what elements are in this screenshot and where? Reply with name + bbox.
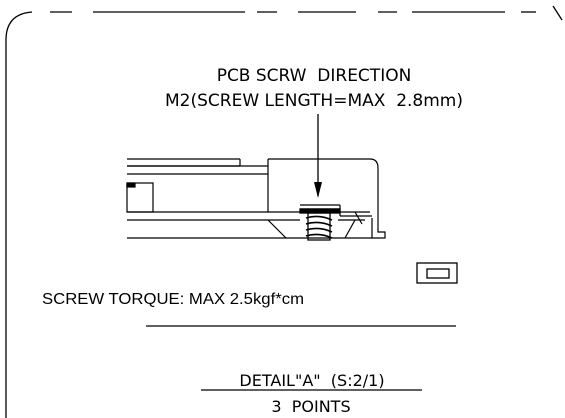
direction-label-line2: M2(SCREW LENGTH=MAX 2.8mm) (165, 91, 463, 111)
detail-points: 3 POINTS (271, 397, 350, 416)
pcb-screw (299, 208, 341, 241)
reference-symbol (416, 262, 458, 284)
torque-spec: SCREW TORQUE: MAX 2.5kgf*cm (42, 291, 304, 308)
detail-boundary (5, 5, 563, 418)
direction-arrow (314, 114, 322, 198)
pcb-assembly-section (126, 158, 386, 239)
direction-label-line1: PCB SCRW DIRECTION (217, 66, 412, 86)
detail-title: DETAIL"A" (S:2/1) (239, 371, 384, 390)
